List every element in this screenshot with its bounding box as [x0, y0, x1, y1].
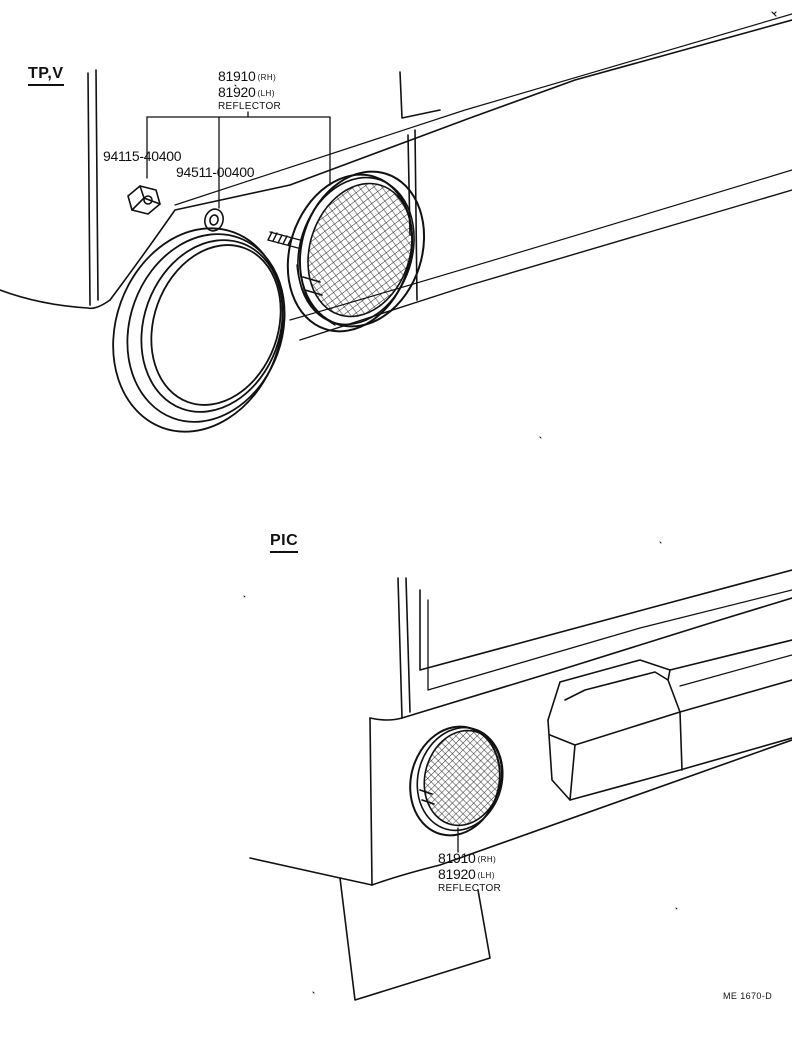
diagram-code: ME 1670-D: [723, 991, 773, 1001]
section-label-pic: PIC: [270, 533, 299, 553]
part-tag-lh-bottom: (LH): [477, 871, 495, 880]
specks: [234, 84, 678, 994]
section-label-tpv: TP,V: [28, 66, 64, 86]
top-reflector-callout: 81910(RH) 81920(LH) REFLECTOR: [218, 69, 281, 112]
bottom-body-outline: [249, 569, 792, 1001]
top-leaders: [146, 111, 331, 209]
top-body-outline: [0, 13, 792, 341]
part-number-nut: 94115-40400: [103, 148, 182, 164]
top-gasket: [112, 227, 286, 433]
bottom-bumper: [547, 639, 792, 801]
washer-drawing: [204, 208, 224, 232]
bottom-reflector-drawing: [409, 725, 504, 837]
part-tag-rh-bottom: (RH): [477, 855, 497, 864]
part-name-reflector: REFLECTOR: [218, 101, 282, 112]
stud-drawing: [267, 231, 301, 249]
bottom-reflector-callout: 81910(RH) 81920(LH) REFLECTOR: [438, 851, 501, 894]
part-tag-lh: (LH): [257, 89, 275, 98]
top-reflector-drawing: [286, 170, 426, 333]
part-number-washer: 94511-00400: [176, 164, 255, 180]
part-number-lh: 81920: [218, 84, 256, 100]
part-tag-rh: (RH): [257, 73, 277, 82]
part-number-lh-bottom: 81920: [438, 866, 476, 882]
part-number-rh: 81910: [218, 68, 256, 84]
nut-drawing: [127, 185, 161, 215]
part-name-reflector-bottom: REFLECTOR: [438, 883, 502, 894]
part-number-rh-bottom: 81910: [438, 850, 476, 866]
corner-marks: [771, 11, 777, 17]
